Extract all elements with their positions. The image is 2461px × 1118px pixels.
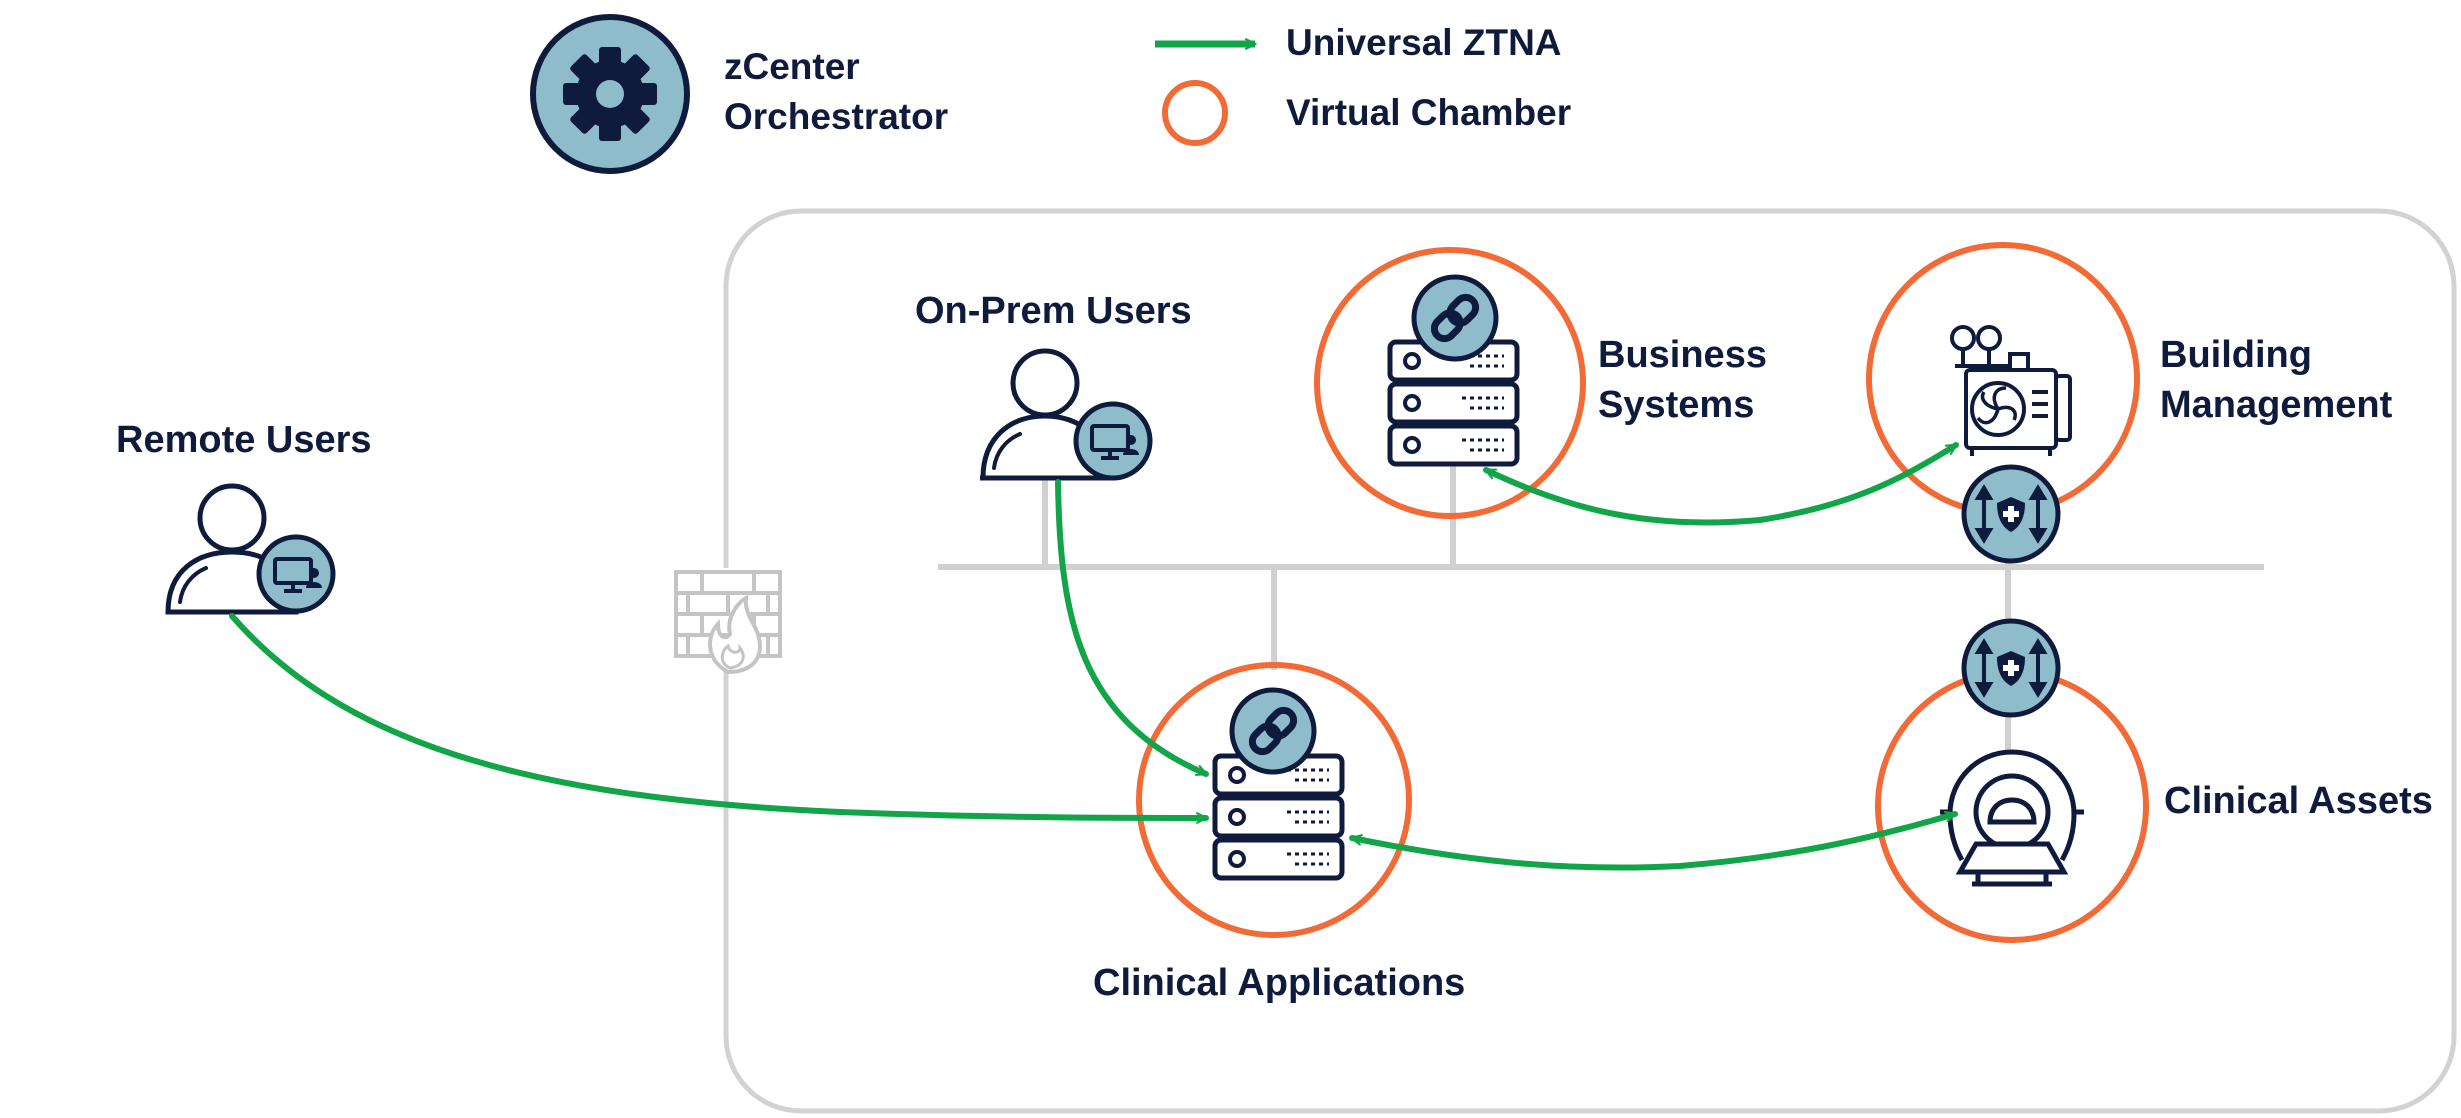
- business-systems-label-line1: Business: [1598, 334, 1767, 376]
- gateway-shield-icon-clinical-assets: [1961, 618, 2061, 718]
- onprem-user-icon: [980, 348, 1153, 481]
- flow-onprem-to-clinical-apps: [1055, 479, 1209, 777]
- flow-business-to-building: [1483, 442, 1959, 526]
- business-systems-server-icon: [1387, 274, 1520, 467]
- chamber-clinical-applications: [1136, 662, 1412, 938]
- firewall-icon: [672, 568, 784, 675]
- remote-user-icon: [165, 483, 336, 615]
- legend-orchestrator-label-line1: zCenter: [724, 46, 860, 87]
- legend-chamber-label: Virtual Chamber: [1286, 92, 1572, 133]
- chamber-business-systems: [1314, 247, 1586, 519]
- clinical-assets-label: Clinical Assets: [2164, 780, 2433, 822]
- clinical-applications-server-icon: [1212, 687, 1345, 881]
- flow-clinical-apps-to-assets: [1349, 810, 1958, 871]
- clinical-applications-label: Clinical Applications: [1093, 962, 1466, 1004]
- legend-orchestrator-gear-icon: [530, 14, 690, 174]
- business-systems-label-line2: Systems: [1598, 384, 1755, 426]
- remote-users-label: Remote Users: [116, 419, 372, 461]
- onprem-users-label: On-Prem Users: [915, 290, 1192, 332]
- legend-ztna-label: Universal ZTNA: [1286, 22, 1562, 63]
- gateway-shield-icon-building: [1961, 464, 2061, 564]
- legend-chamber-circle: [1162, 80, 1228, 146]
- building-management-label-line2: Management: [2160, 384, 2393, 426]
- ztna-flows: [229, 442, 1959, 871]
- legend-orchestrator-label-line2: Orchestrator: [724, 96, 949, 137]
- mri-scanner-icon: [1940, 749, 2084, 887]
- hvac-unit-icon: [1950, 325, 2072, 456]
- flow-remote-to-clinical-apps: [229, 613, 1209, 824]
- building-management-label-line1: Building: [2160, 334, 2312, 376]
